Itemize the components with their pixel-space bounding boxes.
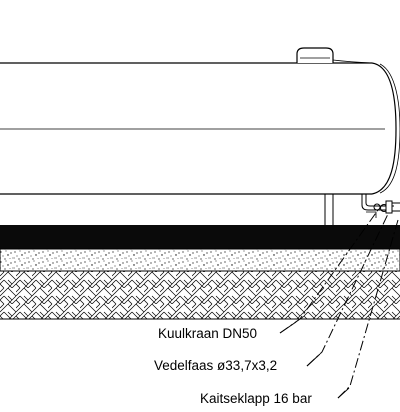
sand-layer — [0, 248, 400, 272]
valve-assembly — [361, 194, 400, 218]
callout-safety-valve: Kaitseklapp 16 bar — [200, 391, 312, 406]
callout-liquid-phase: Vedelfaas ø33,7x3,2 — [154, 358, 277, 373]
tank-support — [324, 194, 334, 225]
leader-ticks — [279, 321, 350, 399]
callout-ball-valve: Kuulkraan DN50 — [158, 326, 257, 341]
tank — [0, 62, 400, 195]
black-bedding-layer — [0, 225, 400, 249]
tank-dome — [296, 47, 373, 64]
compacted-ground-layer — [0, 270, 400, 320]
